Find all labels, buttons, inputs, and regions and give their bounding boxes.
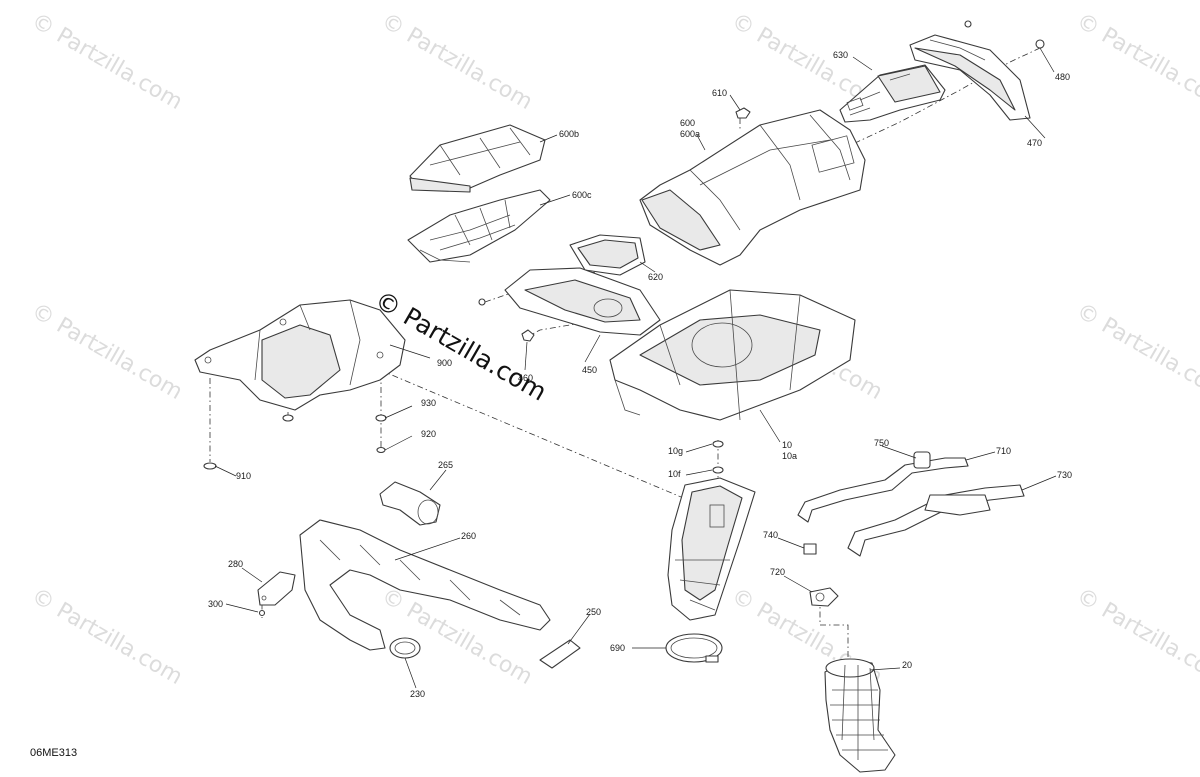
- callout-450[interactable]: 450: [582, 365, 597, 375]
- airbox-10: [609, 289, 856, 421]
- callout-600c[interactable]: 600c: [572, 190, 592, 200]
- callout-300[interactable]: 300: [208, 599, 223, 609]
- fasteners-910-920-930: [203, 414, 387, 470]
- watermark: © Partzilla.com: [1072, 584, 1200, 691]
- callout-20[interactable]: 20: [902, 660, 912, 670]
- callout-920[interactable]: 920: [421, 429, 436, 439]
- screw-480: [964, 20, 1045, 49]
- connector-740: [803, 543, 817, 555]
- callout-740[interactable]: 740: [763, 530, 778, 540]
- callout-720[interactable]: 720: [770, 567, 785, 577]
- clamp-690: [665, 633, 723, 663]
- intake-housing: [667, 477, 756, 621]
- cover-450: [504, 267, 661, 336]
- assembly-line: [839, 47, 1041, 151]
- hose-710: [797, 457, 969, 523]
- watermark: © Partzilla.com: [377, 9, 537, 116]
- fitting-750: [913, 451, 931, 469]
- callout-10[interactable]: 10: [782, 440, 792, 450]
- callout-900[interactable]: 900: [437, 358, 452, 368]
- callout-260[interactable]: 260: [461, 531, 476, 541]
- callout-470[interactable]: 470: [1027, 138, 1042, 148]
- watermark: © Partzilla.com: [27, 9, 187, 116]
- ring-250: [539, 639, 581, 669]
- callout-690[interactable]: 690: [610, 643, 625, 653]
- fitting-720: [809, 587, 839, 607]
- assembly-line: [379, 369, 701, 506]
- filter-20: [824, 658, 896, 773]
- watermark: © Partzilla.com: [27, 299, 187, 406]
- assembly-line: [819, 598, 849, 662]
- screw-300: [258, 609, 266, 617]
- callout-265[interactable]: 265: [438, 460, 453, 470]
- callout-930[interactable]: 930: [421, 398, 436, 408]
- screw-610: [735, 107, 751, 119]
- hose-730: [847, 484, 1025, 557]
- callout-10f[interactable]: 10f: [668, 469, 681, 479]
- watermark: © Partzilla.com: [1072, 9, 1200, 116]
- callout-630[interactable]: 630: [833, 50, 848, 60]
- diagram-code: 06ME313: [30, 747, 77, 759]
- grommet-10g-10f: [712, 440, 724, 474]
- callout-600[interactable]: 600: [680, 118, 695, 128]
- watermark: © Partzilla.com: [1072, 299, 1200, 406]
- callout-610[interactable]: 610: [712, 88, 727, 98]
- screw-460: [478, 298, 535, 342]
- callout-750[interactable]: 750: [874, 438, 889, 448]
- leader-lines: [214, 47, 1057, 689]
- intake-600: [639, 109, 866, 266]
- callout-600a[interactable]: 600a: [680, 129, 700, 139]
- callout-730[interactable]: 730: [1057, 470, 1072, 480]
- duct-630: [839, 64, 946, 123]
- callout-480[interactable]: 480: [1055, 72, 1070, 82]
- hose-260: [299, 519, 551, 651]
- callouts: 630 480 610 600 600a 470 600b 600c 620 9…: [208, 50, 1072, 699]
- callout-230[interactable]: 230: [410, 689, 425, 699]
- duct-470: [909, 34, 1031, 121]
- cover-600b: [409, 124, 546, 193]
- callout-10g[interactable]: 10g: [668, 446, 683, 456]
- callout-620[interactable]: 620: [648, 272, 663, 282]
- callout-460[interactable]: 460: [518, 373, 533, 383]
- frame-600c: [407, 189, 551, 263]
- callout-10a[interactable]: 10a: [782, 451, 797, 461]
- watermark: © Partzilla.com: [27, 584, 187, 691]
- callout-910[interactable]: 910: [236, 471, 251, 481]
- callout-250[interactable]: 250: [586, 607, 601, 617]
- bracket-280: [257, 571, 296, 606]
- boot-265: [379, 481, 441, 526]
- callout-600b[interactable]: 600b: [559, 129, 579, 139]
- shield-900: [194, 299, 406, 411]
- clamp-230: [389, 637, 421, 659]
- vent-620: [569, 234, 646, 276]
- callout-280[interactable]: 280: [228, 559, 243, 569]
- callout-710[interactable]: 710: [996, 446, 1011, 456]
